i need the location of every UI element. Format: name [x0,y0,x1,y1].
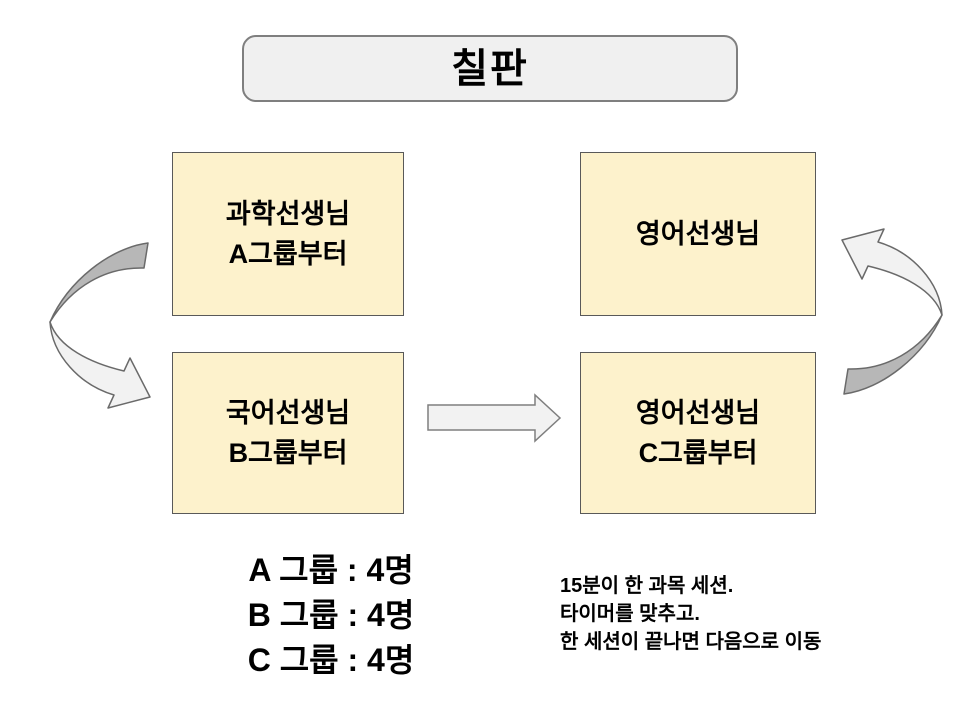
text-line: C그룹부터 [638,438,758,468]
text-line: B그룹부터 [228,438,348,468]
blackboard-label: 칠판 [451,46,529,91]
station-box-korean-group-b: 국어선생님 B그룹부터 [172,352,404,514]
right-arrow-icon [427,393,562,443]
station-box-english: 영어선생님 [580,152,816,316]
session-notes: 15분이 한 과목 세션. 타이머를 맞추고. 한 세션이 끝나면 다음으로 이동 [560,572,900,656]
text-line: 한 세션이 끝나면 다음으로 이동 [560,631,822,653]
text-line: 15분이 한 과목 세션. [560,575,734,597]
text-line: 영어선생님 [635,219,761,249]
station-box-science-group-a: 과학선생님 A그룹부터 [172,152,404,316]
text-line: A그룹부터 [228,239,348,269]
curved-arrow-dark-segment [49,242,149,323]
text-line: 영어선생님 [635,398,761,428]
text-line: 국어선생님 [225,398,351,428]
text-line: B 그룹 : 4명 [247,597,415,633]
text-line: 타이머를 맞추고. [560,603,700,625]
text-line: C 그룹 : 4명 [247,642,415,678]
blackboard-panel: 칠판 [242,35,738,102]
curved-arrow-light-segment [49,321,151,409]
station-box-english-group-c: 영어선생님 C그룹부터 [580,352,816,514]
curved-arrow-dark-segment [843,314,943,395]
curved-down-arrow-icon [49,242,151,409]
group-counts: A 그룹 : 4명 B 그룹 : 4명 C 그룹 : 4명 [196,548,466,683]
right-arrow-shape [427,393,562,443]
text-line: 과학선생님 [225,199,351,229]
text-line: A 그룹 : 4명 [248,552,414,588]
curved-arrow-light-segment [841,228,943,316]
curved-up-arrow-icon [841,228,943,395]
